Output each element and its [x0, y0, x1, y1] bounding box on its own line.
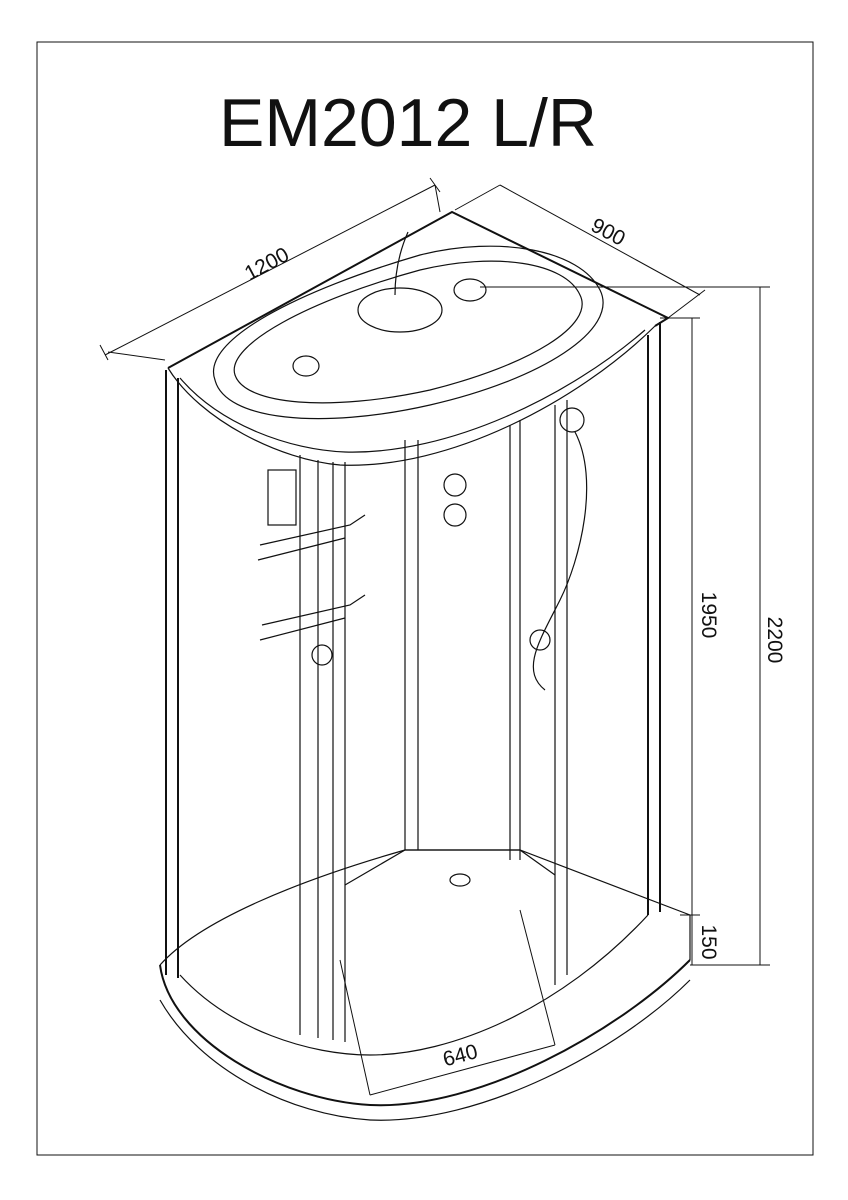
- shower-hose: [532, 431, 588, 691]
- roof-light-right: [453, 278, 487, 302]
- door-handle-right: [529, 629, 551, 651]
- shelf-upper: [257, 514, 366, 561]
- dimension-total-height: 2200: [763, 617, 786, 664]
- roof-light-left: [292, 355, 320, 377]
- dimension-lines: [99, 177, 770, 1096]
- shelf-lower: [259, 594, 366, 641]
- cabin-frame: [165, 322, 661, 1042]
- mixer-knob-top: [443, 473, 467, 497]
- shower-arm: [394, 231, 409, 296]
- shower-tray: [159, 849, 691, 1121]
- dimension-cabin-height: 1950: [697, 592, 720, 639]
- drawing-frame: [36, 41, 814, 1156]
- rain-shower-head: [357, 287, 443, 333]
- mixer-knob-bottom: [443, 503, 467, 527]
- dimension-tray-height: 150: [697, 924, 720, 959]
- hand-shower: [559, 407, 585, 433]
- cabin-roof: [167, 210, 671, 466]
- drain: [449, 873, 471, 887]
- dimension-depth: 900: [587, 214, 629, 251]
- mirror: [267, 469, 297, 526]
- model-title: EM2012 L/R: [219, 85, 597, 161]
- door-handle-left: [311, 644, 333, 666]
- dimension-width: 1200: [241, 243, 293, 285]
